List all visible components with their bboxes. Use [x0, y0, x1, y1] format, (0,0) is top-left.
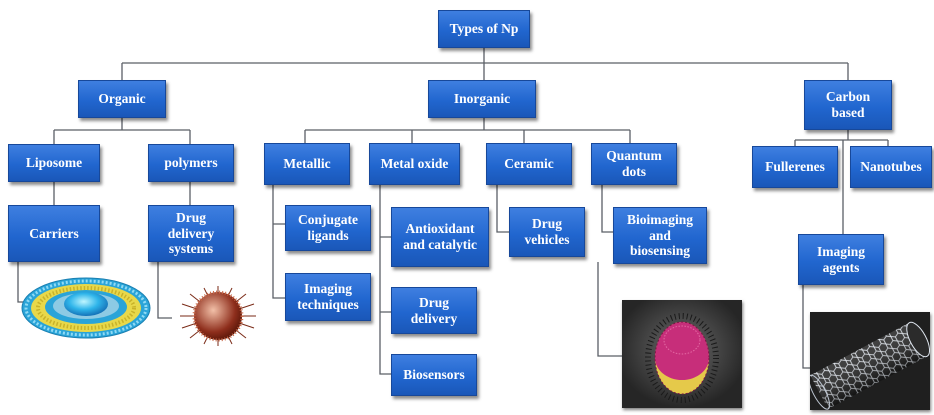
conjugate-ligands-line1: Conjugate [298, 212, 358, 228]
quantum-dots-line2: dots [621, 164, 646, 179]
imaging-agents-node: Imaging agents [798, 234, 884, 285]
biosensors-node: Biosensors [391, 354, 477, 396]
quantum-dots-line1: Quantum [606, 148, 662, 164]
bioimaging-biosensing-line1: Bioimaging [626, 211, 693, 227]
ceramic-node: Ceramic [486, 143, 572, 185]
liposome-illustration [21, 277, 151, 339]
quantum-dots-node: Quantum dots [591, 143, 677, 185]
antioxidant-catalytic-node: Antioxidant and catalytic [391, 207, 489, 267]
imaging-agents-line2: agents [822, 259, 860, 275]
conjugate-ligands-node: Conjugate ligands [285, 205, 371, 251]
drug-delivery-systems-line3: systems [168, 241, 214, 257]
imaging-agents-line1: Imaging [816, 243, 865, 259]
carbon-nanotube-illustration [808, 312, 931, 410]
polymers-label: polymers [164, 155, 218, 171]
nanotubes-label: Nanotubes [860, 159, 922, 175]
conjugate-ligands-line2: ligands [307, 228, 349, 243]
carbon-nanotube-graphic [808, 321, 931, 410]
carriers-node: Carriers [8, 205, 100, 262]
drug-delivery-line1: Drug [419, 294, 449, 310]
imaging-techniques-line1: Imaging [303, 281, 352, 297]
ceramic-label: Ceramic [504, 156, 554, 172]
bioimaging-biosensing-line3: biosensing [629, 243, 690, 259]
carbon-label-line1: Carbon [825, 89, 871, 105]
drug-delivery-line2: delivery [410, 310, 458, 326]
antioxidant-catalytic-line1: Antioxidant [405, 221, 475, 237]
polymers-node: polymers [148, 144, 234, 182]
root-node: Types of Np [438, 10, 530, 48]
metallic-label: Metallic [283, 156, 331, 172]
drug-delivery-systems-line1: Drug [176, 209, 206, 225]
inorganic-node: Inorganic [428, 80, 536, 118]
carbon-based-node: Carbon based [804, 80, 892, 130]
bioimaging-biosensing-node: Bioimaging and biosensing [613, 207, 707, 264]
drug-delivery-node: Drug delivery [391, 287, 477, 334]
liposome-node: Liposome [8, 144, 100, 182]
drug-vehicles-line2: vehicles [524, 232, 570, 247]
organic-node: Organic [78, 80, 166, 118]
imaging-techniques-line2: techniques [297, 297, 359, 312]
organic-label: Organic [98, 91, 146, 107]
root-label: Types of Np [449, 21, 519, 37]
metallic-node: Metallic [264, 143, 350, 185]
drug-delivery-systems-line2: delivery [167, 225, 215, 241]
inorganic-label: Inorganic [453, 91, 511, 107]
drug-vehicles-node: Drug vehicles [509, 207, 585, 257]
metal-oxide-label: Metal oxide [380, 156, 449, 172]
imaging-techniques-node: Imaging techniques [285, 273, 371, 321]
antioxidant-catalytic-line2: and catalytic [403, 237, 477, 252]
metal-oxide-node: Metal oxide [369, 143, 460, 185]
carbon-label-line2: based [831, 105, 865, 120]
fullerenes-label: Fullerenes [765, 159, 825, 175]
carriers-label: Carriers [29, 225, 79, 241]
drug-delivery-systems-node: Drug delivery systems [148, 205, 234, 262]
quantum-dot-graphic [622, 300, 742, 408]
fullerenes-node: Fullerenes [752, 146, 838, 188]
nanotubes-node: Nanotubes [850, 146, 932, 188]
bioimaging-biosensing-line2: and [649, 227, 671, 243]
biosensors-label: Biosensors [403, 367, 465, 383]
quantum-dot-illustration [622, 300, 742, 408]
liposome-label: Liposome [25, 155, 83, 171]
polymer-nanoparticle-illustration [180, 286, 256, 346]
drug-vehicles-line1: Drug [532, 216, 562, 232]
